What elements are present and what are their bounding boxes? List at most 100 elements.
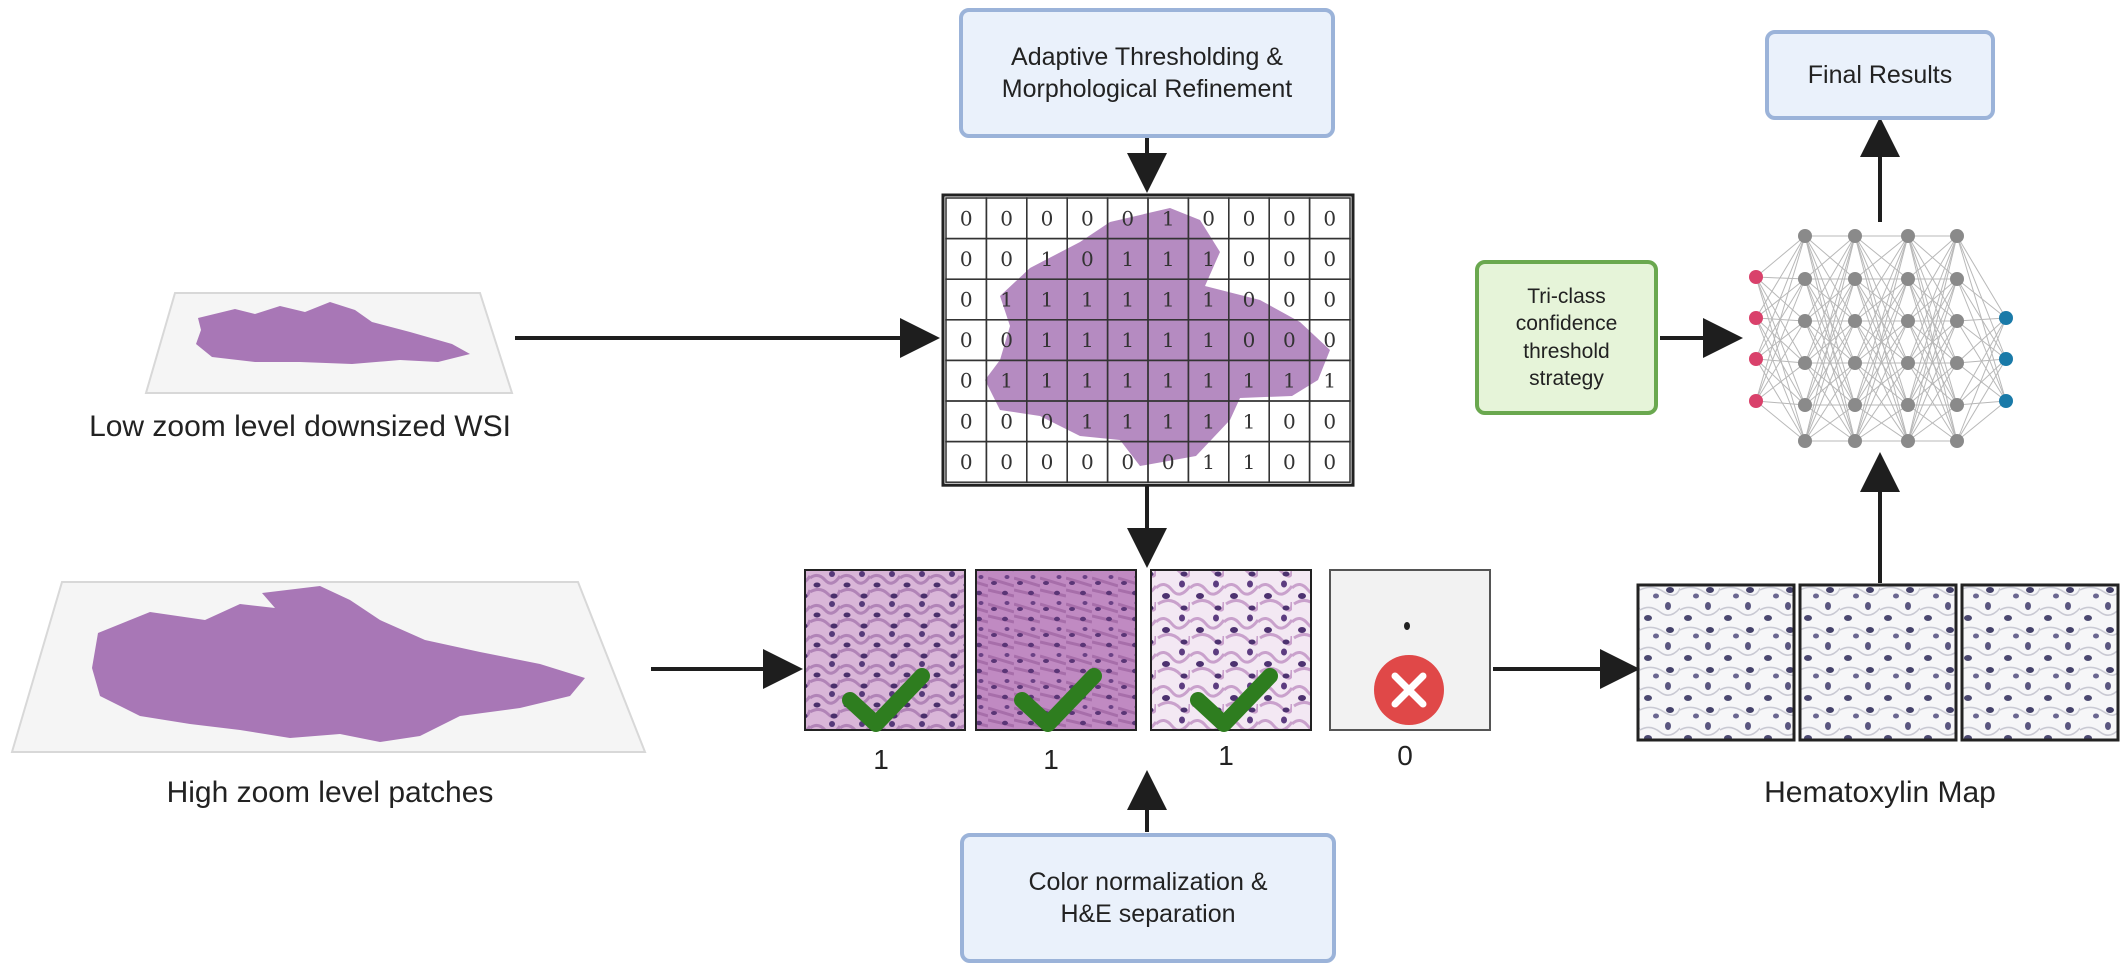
network-edge — [1854, 235, 1909, 364]
hematoxylin-label: Hematoxylin Map — [1764, 776, 1996, 809]
network-edge — [1804, 362, 1856, 442]
grid-value: 1 — [1202, 409, 1215, 433]
grid-value: 0 — [1243, 206, 1256, 230]
grid-value: 0 — [1202, 206, 1215, 230]
network-edge — [1956, 400, 2007, 442]
grid-cell: 0 — [985, 197, 1028, 240]
network-node — [1950, 434, 1964, 448]
grid-value: 1 — [1081, 369, 1094, 393]
grid-value: 0 — [1041, 450, 1054, 474]
network-edge — [1907, 235, 1958, 280]
network-edge — [1907, 235, 1958, 406]
network-node — [1901, 272, 1915, 286]
grid-tissue — [985, 208, 1330, 466]
network-edge — [1956, 235, 2007, 319]
grid-value: 1 — [1041, 288, 1054, 312]
network-edge — [1755, 317, 1806, 442]
network-node — [1798, 314, 1812, 328]
network-node — [1999, 352, 2013, 366]
grid-value: 0 — [960, 409, 973, 433]
network-edge — [1907, 362, 1958, 442]
color-normalization-box: Color normalization & H&E separation — [960, 833, 1336, 963]
grid-cell: 0 — [1308, 197, 1351, 240]
grid-value: 0 — [1323, 288, 1336, 312]
network-edge — [1907, 278, 1958, 406]
grid-value: 0 — [1323, 450, 1336, 474]
triclass-box: Tri-class confidence threshold strategy — [1475, 260, 1658, 415]
network-edge — [1755, 320, 1806, 402]
network-node — [1798, 398, 1812, 412]
high-zoom-label: High zoom level patches — [166, 776, 494, 809]
grid-value: 0 — [1283, 247, 1296, 271]
network-node — [1848, 272, 1862, 286]
grid-value: 0 — [1000, 328, 1013, 352]
color-normalization-text: Color normalization & H&E separation — [1028, 867, 1268, 929]
low-zoom-label: Low zoom level downsized WSI — [89, 410, 511, 443]
grid-value: 1 — [1202, 450, 1215, 474]
grid-value: 1 — [1162, 328, 1175, 352]
low-zoom-tissue — [196, 302, 470, 364]
network-edge — [1854, 235, 1909, 442]
network-edge — [1804, 235, 1856, 406]
patch-label: 0 — [1397, 740, 1413, 771]
grid-value: 1 — [1081, 409, 1094, 433]
adaptive-thresholding-box: Adaptive Thresholding & Morphological Re… — [959, 8, 1335, 138]
network-edge — [1854, 278, 1909, 406]
grid-value: 1 — [1162, 409, 1175, 433]
grid-value: 1 — [1041, 369, 1054, 393]
network-node — [1848, 356, 1862, 370]
grid-value: 0 — [1283, 409, 1296, 433]
network-edge — [1804, 404, 1856, 442]
grid-value: 0 — [1283, 328, 1296, 352]
network-edge — [1956, 358, 2007, 442]
network-node — [1901, 356, 1915, 370]
grid-cell: 0 — [945, 278, 988, 321]
network-edge — [1854, 235, 1909, 406]
network-edge — [1755, 400, 1806, 406]
grid-value: 0 — [1323, 409, 1336, 433]
network-edge — [1755, 276, 1806, 442]
grid-value: 0 — [1323, 247, 1336, 271]
network-node — [1950, 314, 1964, 328]
network-edge — [1804, 235, 1856, 442]
grid-value: 0 — [1243, 328, 1256, 352]
grid-frame — [941, 193, 1355, 487]
grid-cell: 0 — [1026, 197, 1068, 240]
network-edge — [1854, 362, 1909, 442]
network-node — [1848, 314, 1862, 328]
patch-3 — [1150, 569, 1312, 731]
grid-value: 0 — [1323, 206, 1336, 230]
grid-value: 1 — [1081, 328, 1094, 352]
network-edge — [1956, 317, 2007, 364]
network-edge — [1804, 362, 1856, 406]
grid-value: 0 — [1243, 288, 1256, 312]
network-edge — [1956, 400, 2007, 406]
network-node — [1749, 311, 1763, 325]
grid-value: 1 — [1202, 328, 1215, 352]
final-results-text: Final Results — [1807, 60, 1953, 89]
grid-cell: 0 — [945, 237, 988, 280]
grid-cell: 0 — [1268, 440, 1311, 483]
grid-cell: 0 — [1268, 237, 1311, 280]
network-node — [1798, 229, 1812, 243]
network-edge — [1804, 235, 1856, 280]
network-edge — [1854, 404, 1909, 442]
network-edge — [1755, 358, 1806, 442]
grid-value: 1 — [1162, 206, 1175, 230]
grid-cell: 0 — [1268, 400, 1311, 443]
network-edge — [1854, 278, 1909, 442]
network-edge — [1854, 235, 1909, 322]
adaptive-thresholding-text: Adaptive Thresholding & Morphological Re… — [1001, 42, 1293, 104]
network-edge — [1755, 235, 1806, 360]
grid-value: 0 — [960, 328, 973, 352]
network-edge — [1854, 362, 1909, 406]
network-edge — [1956, 317, 2007, 442]
grid-value: 0 — [1081, 206, 1094, 230]
grid-cell: 0 — [1308, 237, 1351, 280]
grid-value: 1 — [1041, 328, 1054, 352]
network-edge — [1755, 278, 1806, 402]
grid-cell: 0 — [985, 440, 1028, 483]
network-node — [1848, 434, 1862, 448]
grid-value: 0 — [960, 288, 973, 312]
grid-value: 0 — [960, 206, 973, 230]
